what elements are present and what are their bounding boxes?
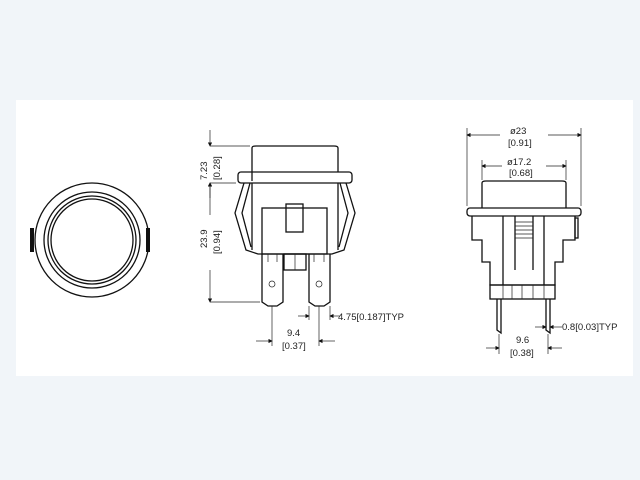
dim-terminal-pitch-mm: 9.4 bbox=[287, 328, 300, 339]
dim-pin-pitch-mm: 9.6 bbox=[516, 335, 529, 346]
top-view bbox=[30, 182, 150, 298]
dim-cap-height-mm: 7.23 bbox=[199, 162, 210, 181]
side-view bbox=[466, 180, 582, 335]
dim-flange-diameter-mm: ø23 bbox=[510, 126, 526, 137]
dim-pin-width: 0.8[0.03]TYP bbox=[562, 322, 617, 333]
dim-body-height-inch: [0.94] bbox=[212, 230, 223, 254]
front-dimensions bbox=[207, 130, 340, 346]
dim-pin-pitch-inch: [0.38] bbox=[510, 348, 534, 359]
front-view bbox=[234, 145, 356, 307]
side-dimensions bbox=[466, 128, 582, 354]
dim-flange-diameter-inch: [0.91] bbox=[508, 138, 532, 149]
dim-cap-diameter-inch: [0.68] bbox=[509, 168, 533, 179]
dim-terminal-width: 4.75[0.187]TYP bbox=[338, 312, 404, 323]
dim-terminal-pitch-inch: [0.37] bbox=[282, 341, 306, 352]
dim-body-height-mm: 23.9 bbox=[199, 230, 210, 249]
dim-cap-diameter-mm: ø17.2 bbox=[507, 157, 531, 168]
dim-cap-height-inch: [0.28] bbox=[212, 156, 223, 180]
